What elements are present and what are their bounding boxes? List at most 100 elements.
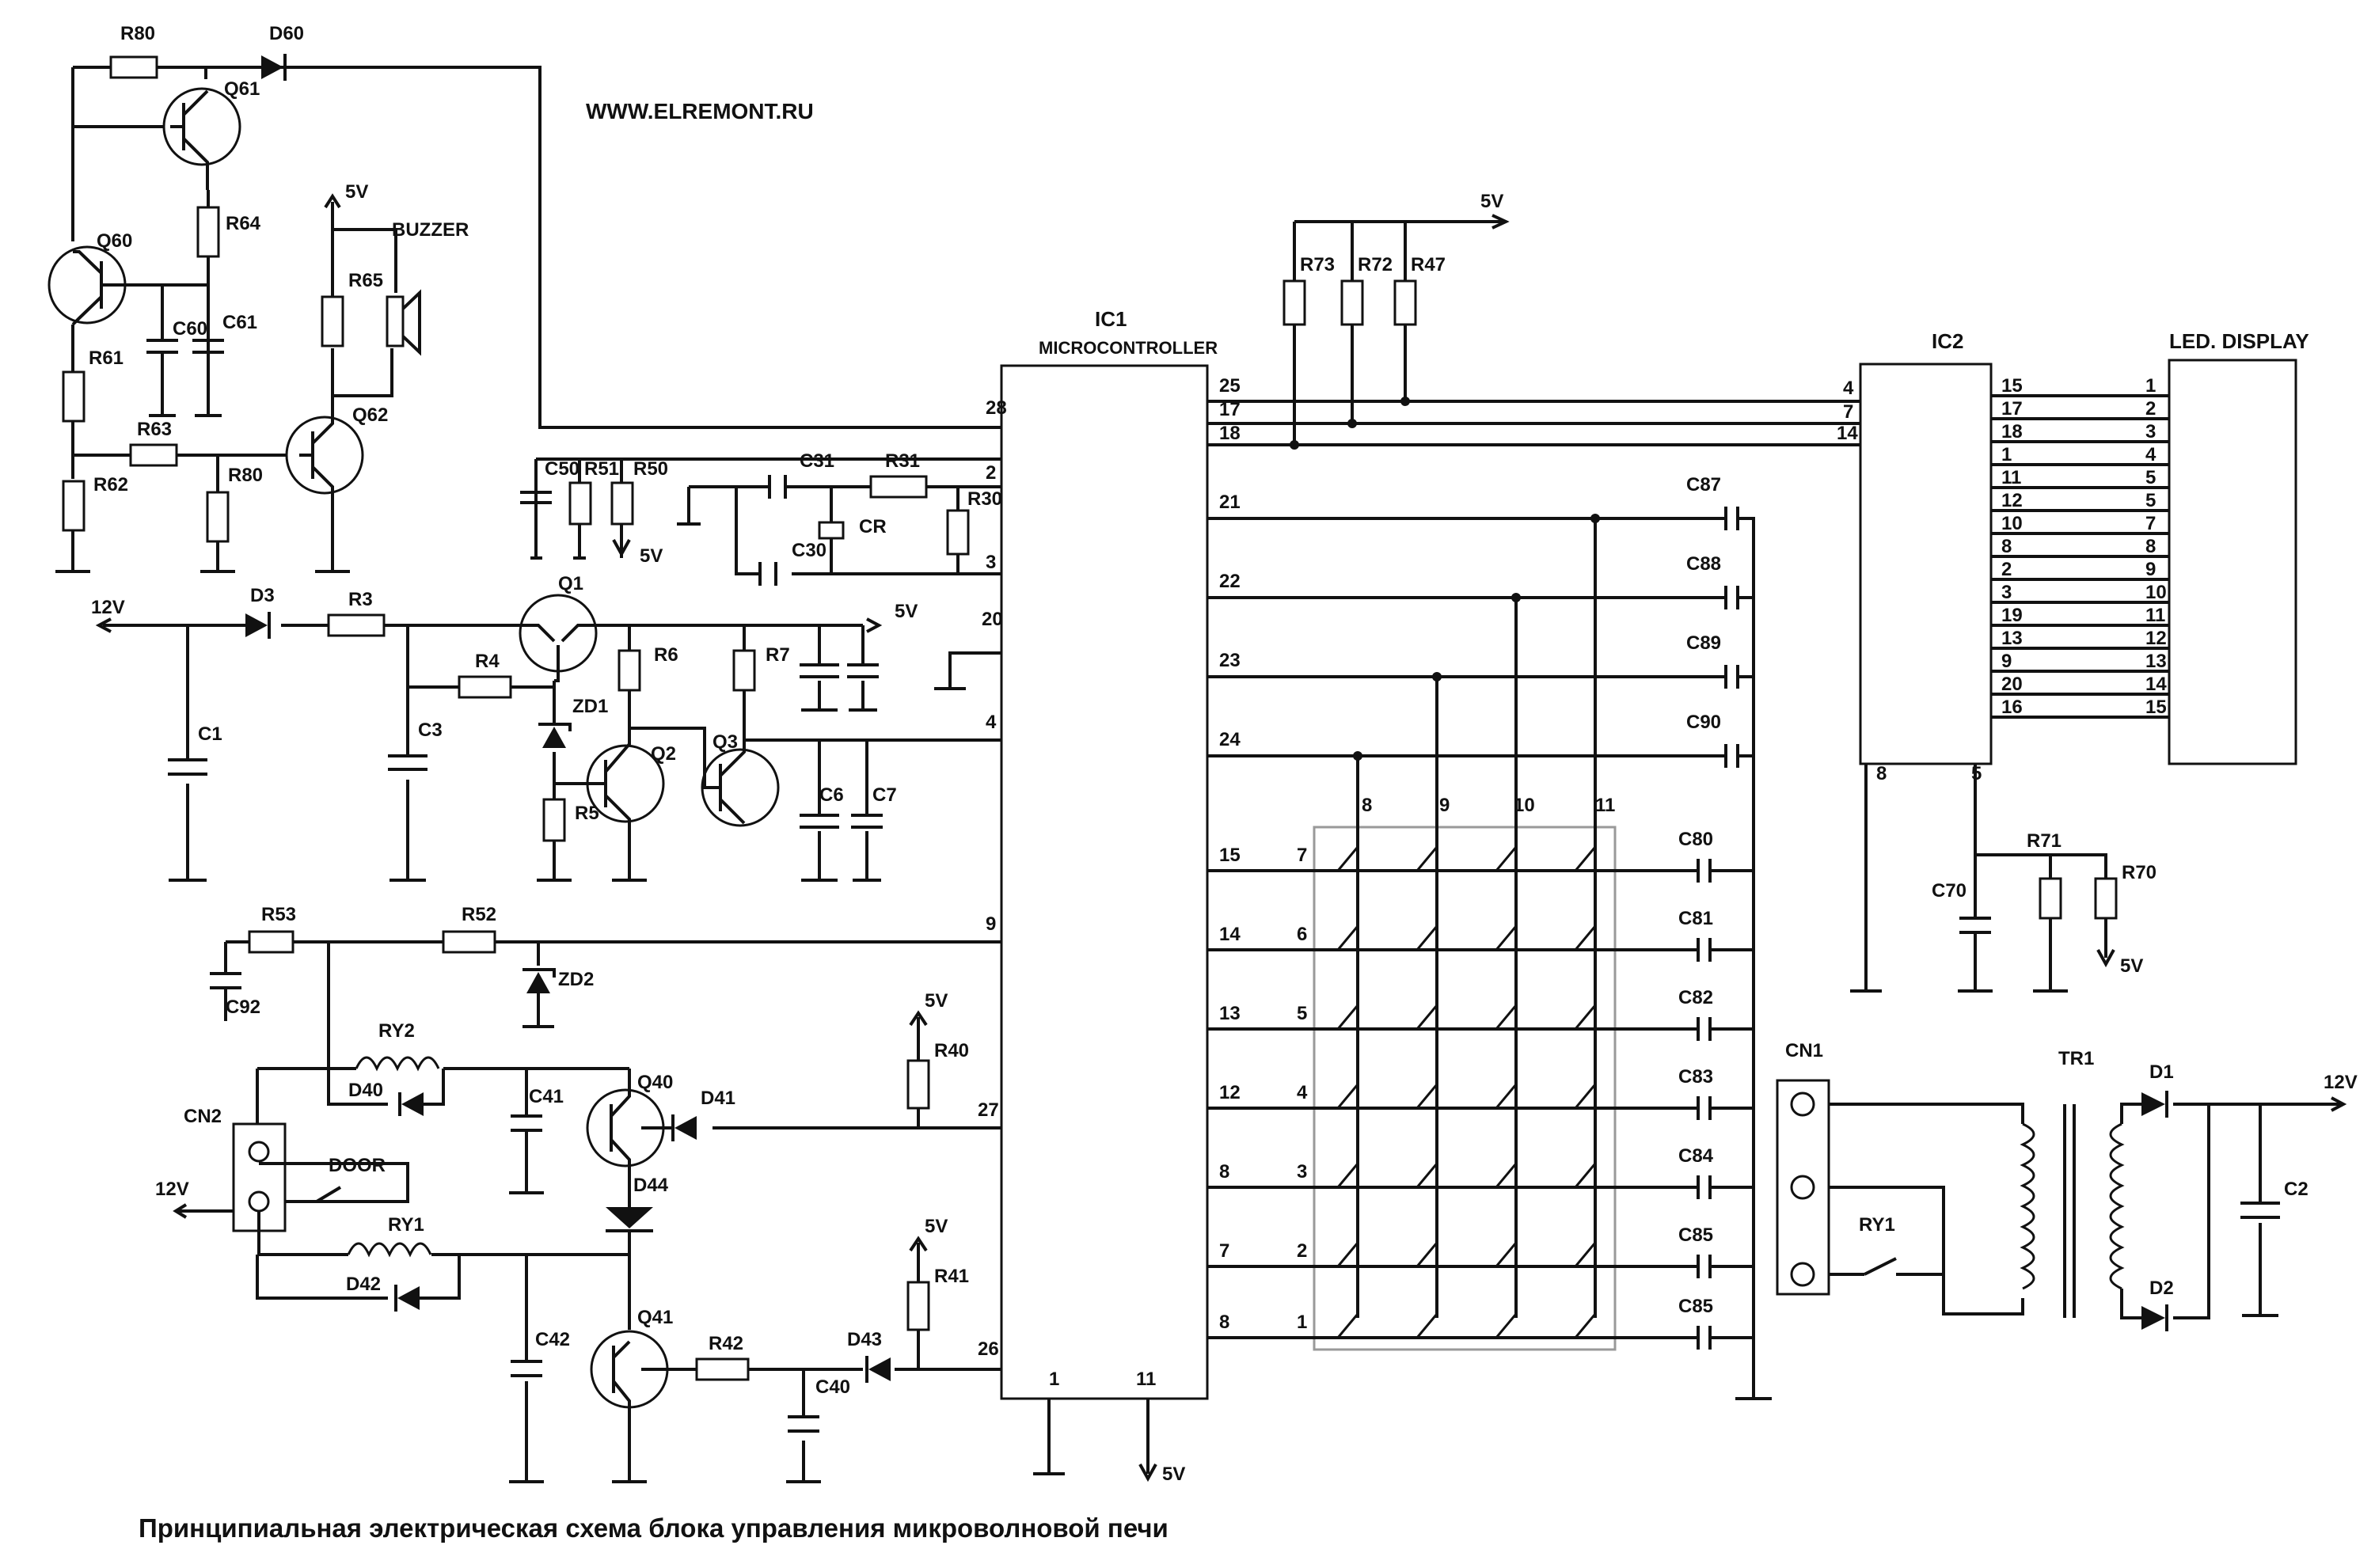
led-pin: 5 — [2145, 467, 2156, 488]
d44-label: D44 — [633, 1175, 669, 1196]
r52-label: R52 — [462, 904, 496, 925]
c6-label: C6 — [819, 784, 844, 806]
ic1-subtitle: MICROCONTROLLER — [1039, 338, 1218, 358]
ic1-name: IC1 — [1095, 307, 1127, 331]
pullup-5v-label: 5V — [1480, 191, 1503, 212]
ic1-pin-26: 26 — [978, 1338, 999, 1360]
led-pin: 12 — [2145, 628, 2167, 649]
r71-label: R71 — [2027, 830, 2062, 852]
c41-label: C41 — [529, 1086, 564, 1107]
q60-label: Q60 — [97, 230, 132, 252]
r6-resistor — [618, 649, 641, 692]
r6-label: R6 — [654, 644, 678, 666]
r31-resistor — [869, 475, 928, 499]
ic2-out-pin: 20 — [2001, 674, 2023, 695]
keypad-row-5: 5 — [1297, 1003, 1307, 1024]
q40-label: Q40 — [637, 1072, 673, 1093]
led-pin: 10 — [2145, 582, 2167, 603]
c61-label: C61 — [222, 312, 257, 333]
ic1-pin-7: 7 — [1219, 1240, 1229, 1262]
r71-resistor — [2039, 877, 2062, 920]
keypad-row-7: 7 — [1297, 845, 1307, 866]
r53-resistor — [248, 930, 294, 954]
r47-resistor — [1393, 279, 1417, 326]
ic2-out-pin: 3 — [2001, 582, 2012, 603]
q62-label: Q62 — [352, 404, 388, 426]
v5-out-label: 5V — [895, 601, 918, 622]
ic1-pin-2: 2 — [986, 462, 996, 484]
q2-label: Q2 — [651, 743, 676, 765]
c88-label: C88 — [1686, 553, 1721, 575]
r61-resistor — [62, 370, 86, 423]
zd2-zener — [526, 972, 550, 993]
r50-label: R50 — [633, 458, 668, 480]
led-pin: 3 — [2145, 421, 2156, 442]
zd1-label: ZD1 — [572, 696, 608, 717]
r65-label: R65 — [348, 270, 383, 291]
buzzer-label: BUZZER — [392, 219, 469, 241]
ic1-pin-12: 12 — [1219, 1082, 1241, 1103]
led-pin: 15 — [2145, 697, 2167, 718]
c60-label: C60 — [173, 318, 207, 340]
c82-label: C82 — [1678, 987, 1713, 1008]
led-pin: 14 — [2145, 674, 2167, 695]
ic2-pin-8: 8 — [1876, 763, 1887, 784]
relay-section: R53 R52 C92 ZD2 RY2 D40 C41 Q40 D41 5V R… — [155, 904, 1001, 1483]
r3-resistor — [327, 613, 386, 637]
ic1-pin-20: 20 — [982, 609, 1003, 630]
r64-resistor — [196, 206, 220, 258]
r64-label: R64 — [226, 213, 261, 234]
ry2-label: RY2 — [378, 1020, 415, 1042]
led-pin: 8 — [2145, 536, 2156, 557]
ic1-pin-24: 24 — [1219, 729, 1241, 750]
buzzer-5v-label: 5V — [345, 181, 368, 203]
ic1-pin-22: 22 — [1219, 571, 1241, 592]
ic1: IC1 MICROCONTROLLER 28 20 4 9 27 26 1 11… — [978, 307, 1218, 1485]
led-pin: 9 — [2145, 559, 2156, 580]
r72-label: R72 — [1358, 254, 1393, 275]
r80b-label: R80 — [228, 465, 263, 486]
d44-diode — [606, 1207, 653, 1228]
cr-resonator — [818, 521, 845, 540]
c89-label: C89 — [1686, 632, 1721, 654]
ic1-pin-13: 13 — [1219, 1003, 1241, 1024]
d3-diode — [245, 613, 268, 637]
ry1-label: RY1 — [388, 1214, 424, 1236]
psu-12v-label: 12V — [2324, 1072, 2358, 1093]
r7-resistor — [732, 649, 756, 692]
keypad-row-3: 3 — [1297, 1161, 1307, 1183]
c92-label: C92 — [226, 997, 260, 1018]
q1-label: Q1 — [558, 573, 583, 594]
r70-label: R70 — [2122, 862, 2156, 883]
keypad-row-1: 1 — [1297, 1312, 1307, 1333]
ic1-pin-3: 3 — [986, 552, 996, 573]
led-pin: 1 — [2145, 375, 2156, 397]
c40-label: C40 — [815, 1376, 850, 1398]
ic2-pin-7: 7 — [1843, 401, 1853, 423]
ry1b-label: RY1 — [1859, 1214, 1895, 1236]
r63-label: R63 — [137, 419, 172, 440]
cr-label: CR — [859, 516, 887, 537]
q41-label: Q41 — [637, 1307, 673, 1328]
ic2-pin-14: 14 — [1837, 423, 1858, 444]
r72-resistor — [1340, 279, 1364, 326]
r51-label: R51 — [584, 458, 619, 480]
d40-label: D40 — [348, 1080, 383, 1101]
keypad-switches — [1336, 846, 1597, 1338]
d60-label: D60 — [269, 23, 304, 44]
ic1-pin-9: 9 — [986, 913, 996, 935]
keypad-col-9: 9 — [1439, 795, 1450, 816]
r47-label: R47 — [1411, 254, 1446, 275]
tr1-label: TR1 — [2058, 1048, 2094, 1069]
r3-label: R3 — [348, 589, 373, 610]
c87-label: C87 — [1686, 474, 1721, 495]
ic2-out-pin: 15 — [2001, 375, 2023, 397]
r62-label: R62 — [93, 474, 128, 495]
cn1-label: CN1 — [1785, 1040, 1823, 1061]
ic2: IC2 4 7 14 8 5 C70 R71 R70 5V — [1837, 329, 2156, 993]
d43-label: D43 — [847, 1329, 882, 1350]
d41-diode — [674, 1116, 697, 1140]
keypad-frame — [1313, 826, 1617, 1351]
